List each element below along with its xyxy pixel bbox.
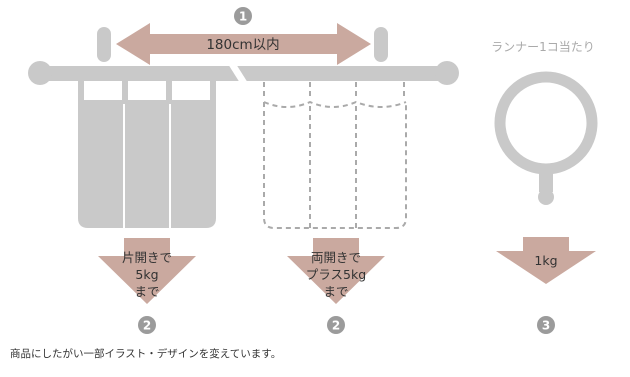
marker-3-number: 3 bbox=[542, 319, 550, 333]
left-load-line1: 片開きで bbox=[122, 250, 172, 265]
middle-load-line1: 両開きで bbox=[311, 250, 361, 265]
marker-1: 1 bbox=[234, 7, 252, 25]
marker-2-middle: 2 bbox=[327, 316, 345, 334]
left-load-line3: まで bbox=[134, 284, 159, 299]
footnote: 商品にしたがい一部イラスト・デザインを変えています。 bbox=[10, 348, 282, 360]
left-rod-stop bbox=[97, 27, 111, 62]
marker-2-middle-number: 2 bbox=[332, 319, 340, 333]
rod-length-label: 180cm以内 bbox=[206, 37, 279, 53]
marker-3: 3 bbox=[537, 316, 555, 334]
left-load-line2: 5kg bbox=[135, 267, 158, 282]
marker-2-left: 2 bbox=[138, 316, 156, 334]
runner-title: ランナー1コ当たり bbox=[491, 40, 595, 54]
middle-load-line2: プラス5kg bbox=[306, 267, 366, 282]
width-arrow: 180cm以内 bbox=[116, 23, 371, 65]
left-curtain bbox=[78, 80, 216, 228]
runner-ring bbox=[494, 71, 598, 205]
rod-break-mark bbox=[228, 64, 248, 83]
left-load-arrow: 片開きで 5kg まで bbox=[98, 238, 196, 304]
middle-curtain bbox=[263, 82, 407, 229]
marker-1-number: 1 bbox=[239, 10, 247, 24]
runner-weight-label: 1kg bbox=[534, 253, 557, 268]
right-rod-stop bbox=[374, 27, 388, 62]
runner-load-arrow: 1kg bbox=[496, 237, 596, 284]
curtain-rod bbox=[28, 61, 459, 85]
middle-load-line3: まで bbox=[323, 284, 348, 299]
marker-2-left-number: 2 bbox=[143, 319, 151, 333]
middle-load-arrow: 両開きで プラス5kg まで bbox=[287, 238, 385, 304]
